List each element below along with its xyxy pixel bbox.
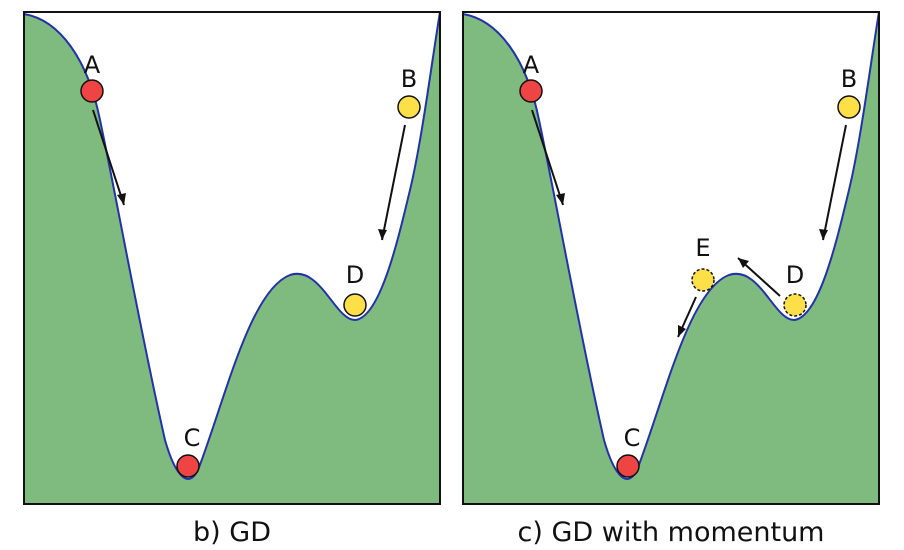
label-d: D [346,261,364,289]
caption-gd: b) GD [193,517,271,548]
arrowhead [678,325,686,337]
arrowhead [378,229,387,240]
loss-landscape-fill [24,12,440,504]
label-a: A [523,51,540,79]
arrowhead [117,193,126,205]
caption-momentum: c) GD with momentum [518,517,825,548]
panel-momentum: A B C D E c) GD with momentum [462,11,880,548]
label-d: D [786,261,804,289]
label-a: A [84,51,101,79]
ball-b [397,95,421,119]
ball-d [343,293,367,317]
ball-c [176,454,200,478]
arrowhead [738,258,749,268]
arrowhead [819,229,828,240]
ball-c [616,454,640,478]
label-c: C [624,424,641,452]
label-c: C [184,424,201,452]
ball-d-ghost [783,293,807,317]
panel-frame [462,11,880,505]
label-b: B [841,65,857,93]
label-b: B [401,65,417,93]
panel-frame [23,11,441,505]
arrow-b-down [381,124,406,241]
loss-landscape-fill [463,12,879,504]
arrow-a-down [531,109,564,206]
arrow-b-down [822,124,847,241]
label-e: E [695,234,710,262]
panel-gd: A B C D b) GD [23,11,441,548]
ball-b [837,95,861,119]
arrowhead [556,193,565,205]
ball-e-ghost [691,268,715,292]
arrow-a-down [92,109,125,206]
ball-a [80,79,104,103]
ball-a [519,79,543,103]
